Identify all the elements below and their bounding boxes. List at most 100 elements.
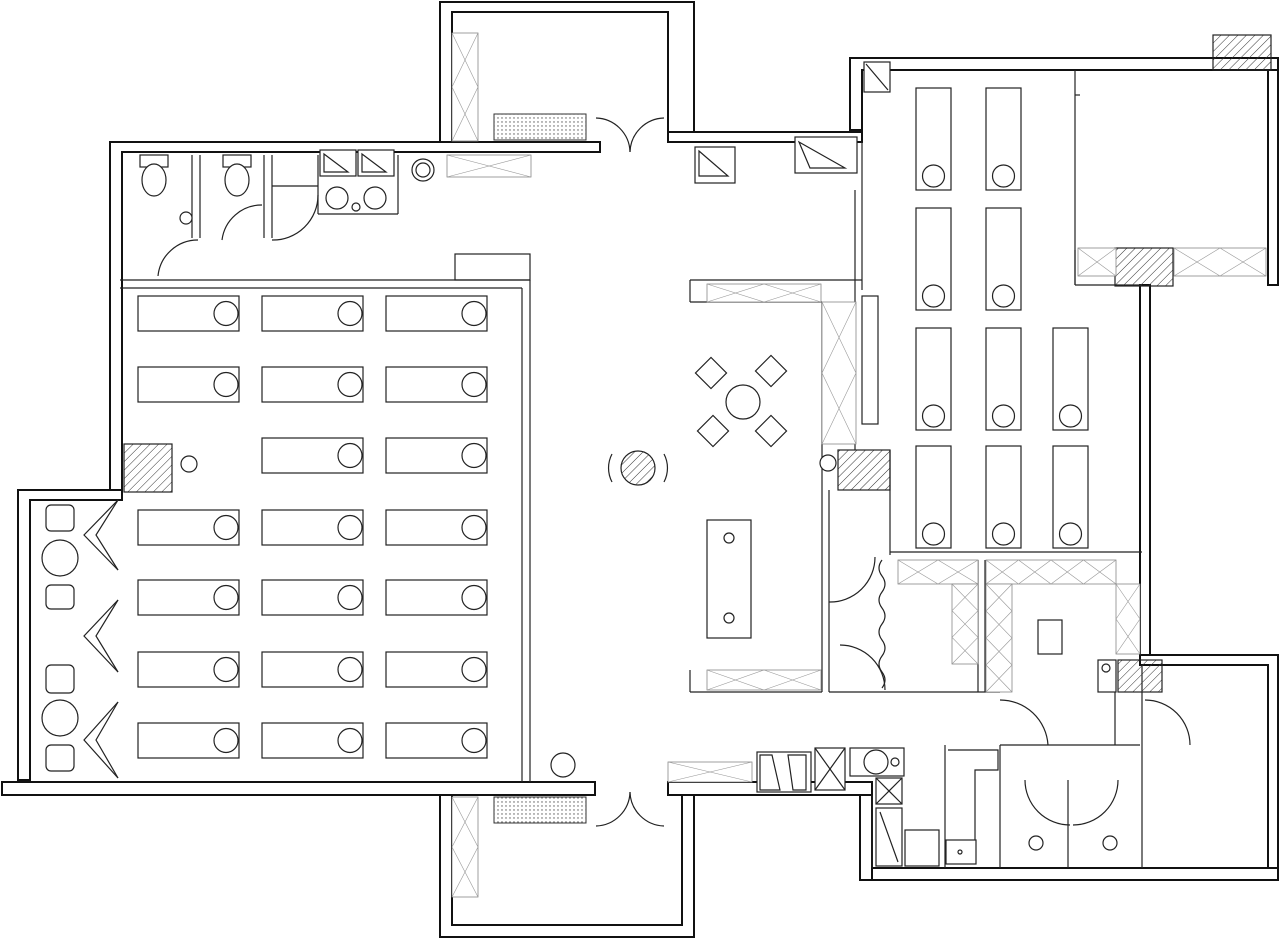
spa-bed-icon: [261, 366, 364, 403]
toilet-icon: [904, 829, 940, 867]
sink-icon: [179, 211, 193, 225]
spa-bed-icon: [385, 651, 488, 688]
vanity-sinks: [319, 149, 395, 212]
spa-bed-icon: [385, 437, 488, 474]
cabinet-icon: [897, 559, 979, 585]
spa-bed-icon: [137, 579, 240, 616]
chair-icon: [45, 744, 75, 772]
structural-column-icon: [1117, 659, 1163, 693]
chair-icon: [45, 504, 75, 532]
structural-column-icon: [837, 449, 891, 491]
folding-door-icon: [878, 559, 886, 689]
floor-drain-icon: [819, 454, 837, 472]
cabinet-icon: [985, 559, 1117, 585]
floor-drain-icon: [180, 455, 198, 473]
door-swing-icon: [828, 556, 876, 603]
spa-bed-icon: [385, 366, 488, 403]
spa-bed-icon: [385, 509, 488, 546]
cabinet-icon: [1115, 583, 1141, 655]
cabinet-icon: [706, 669, 822, 691]
spa-bed-icon: [985, 207, 1022, 311]
lounge: [550, 354, 788, 778]
round-table: [725, 384, 761, 420]
spa-bed-icon: [261, 579, 364, 616]
chair-icon: [694, 356, 728, 390]
floor-drain-icon: [1028, 835, 1044, 851]
side-table: [41, 699, 79, 737]
cabinet-icon: [951, 583, 979, 665]
treatment-room-left: [137, 295, 488, 759]
cabinet-icon: [706, 283, 822, 303]
structural-column-icon: [1212, 34, 1272, 71]
spa-bed-icon: [137, 722, 240, 759]
column-icon: [620, 450, 656, 486]
sink-icon: [694, 146, 736, 184]
spa-bed-icon: [915, 207, 952, 311]
door-swing-icon: [221, 204, 263, 241]
cabinet-icon: [451, 796, 479, 898]
spa-bed-icon: [137, 509, 240, 546]
treatment-room-right: [915, 87, 1089, 549]
door-swing-icon: [595, 117, 631, 153]
toilet-icon: [222, 154, 252, 197]
cabinet-icon: [1173, 247, 1267, 277]
balcony-left: [41, 455, 198, 779]
chair-icon: [754, 354, 788, 388]
door-swing-icon: [157, 239, 199, 277]
cabinet-icon: [446, 154, 532, 178]
structural-column-icon: [123, 443, 173, 493]
spa-bed-icon: [985, 87, 1022, 191]
door-swing-icon: [1144, 699, 1191, 746]
spa-bed-icon: [1052, 445, 1089, 549]
door-swing-icon: [629, 117, 665, 153]
spa-bed-icon: [137, 651, 240, 688]
spa-bed-icon: [385, 722, 488, 759]
cabinet-icon: [1077, 247, 1117, 277]
sink-icon: [325, 186, 349, 210]
cabinets: [446, 32, 1267, 898]
spa-bed-icon: [261, 651, 364, 688]
chair-icon: [754, 414, 788, 448]
spa-bed-icon: [915, 327, 952, 431]
door-swing-icon: [999, 699, 1049, 746]
cabinet-icon: [451, 32, 479, 142]
spa-bed-icon: [261, 295, 364, 332]
cabinet-icon: [667, 761, 753, 783]
spa-bed-icon: [985, 445, 1022, 549]
door-swing-icon: [839, 644, 886, 691]
chair-icon: [45, 584, 75, 610]
reception-desk: [706, 519, 752, 639]
doors: [157, 117, 1191, 827]
spa-bed-icon: [1052, 327, 1089, 431]
sink-icon: [794, 136, 858, 174]
service-area: [756, 94, 1118, 867]
structural-column-icon: [1114, 247, 1174, 287]
spa-bed-icon: [261, 437, 364, 474]
toilet-icon: [139, 154, 169, 197]
spa-bed-icon: [137, 295, 240, 332]
cabinet-icon: [821, 301, 857, 445]
chair-icon: [45, 664, 75, 694]
restrooms: [139, 61, 891, 225]
cabinet-icon: [985, 583, 1013, 693]
door-swing-icon: [1024, 779, 1071, 826]
door-swing-icon: [595, 791, 631, 827]
door-swing-icon: [271, 194, 319, 241]
door-swing-icon: [1072, 779, 1119, 826]
spa-bed-icon: [915, 445, 952, 549]
chair-icon: [696, 414, 730, 448]
floor-drain-icon: [1102, 835, 1118, 851]
sink-icon: [363, 186, 387, 210]
door-swing-icon: [629, 791, 665, 827]
floor-drain-icon: [411, 158, 435, 182]
spa-bed-icon: [385, 579, 488, 616]
spa-bed-icon: [261, 722, 364, 759]
side-table: [41, 539, 79, 577]
spa-bed-icon: [137, 366, 240, 403]
spa-bed-icon: [385, 295, 488, 332]
dotted-benches: [493, 113, 587, 824]
spa-bed-icon: [985, 327, 1022, 431]
spa-bed-icon: [915, 87, 952, 191]
